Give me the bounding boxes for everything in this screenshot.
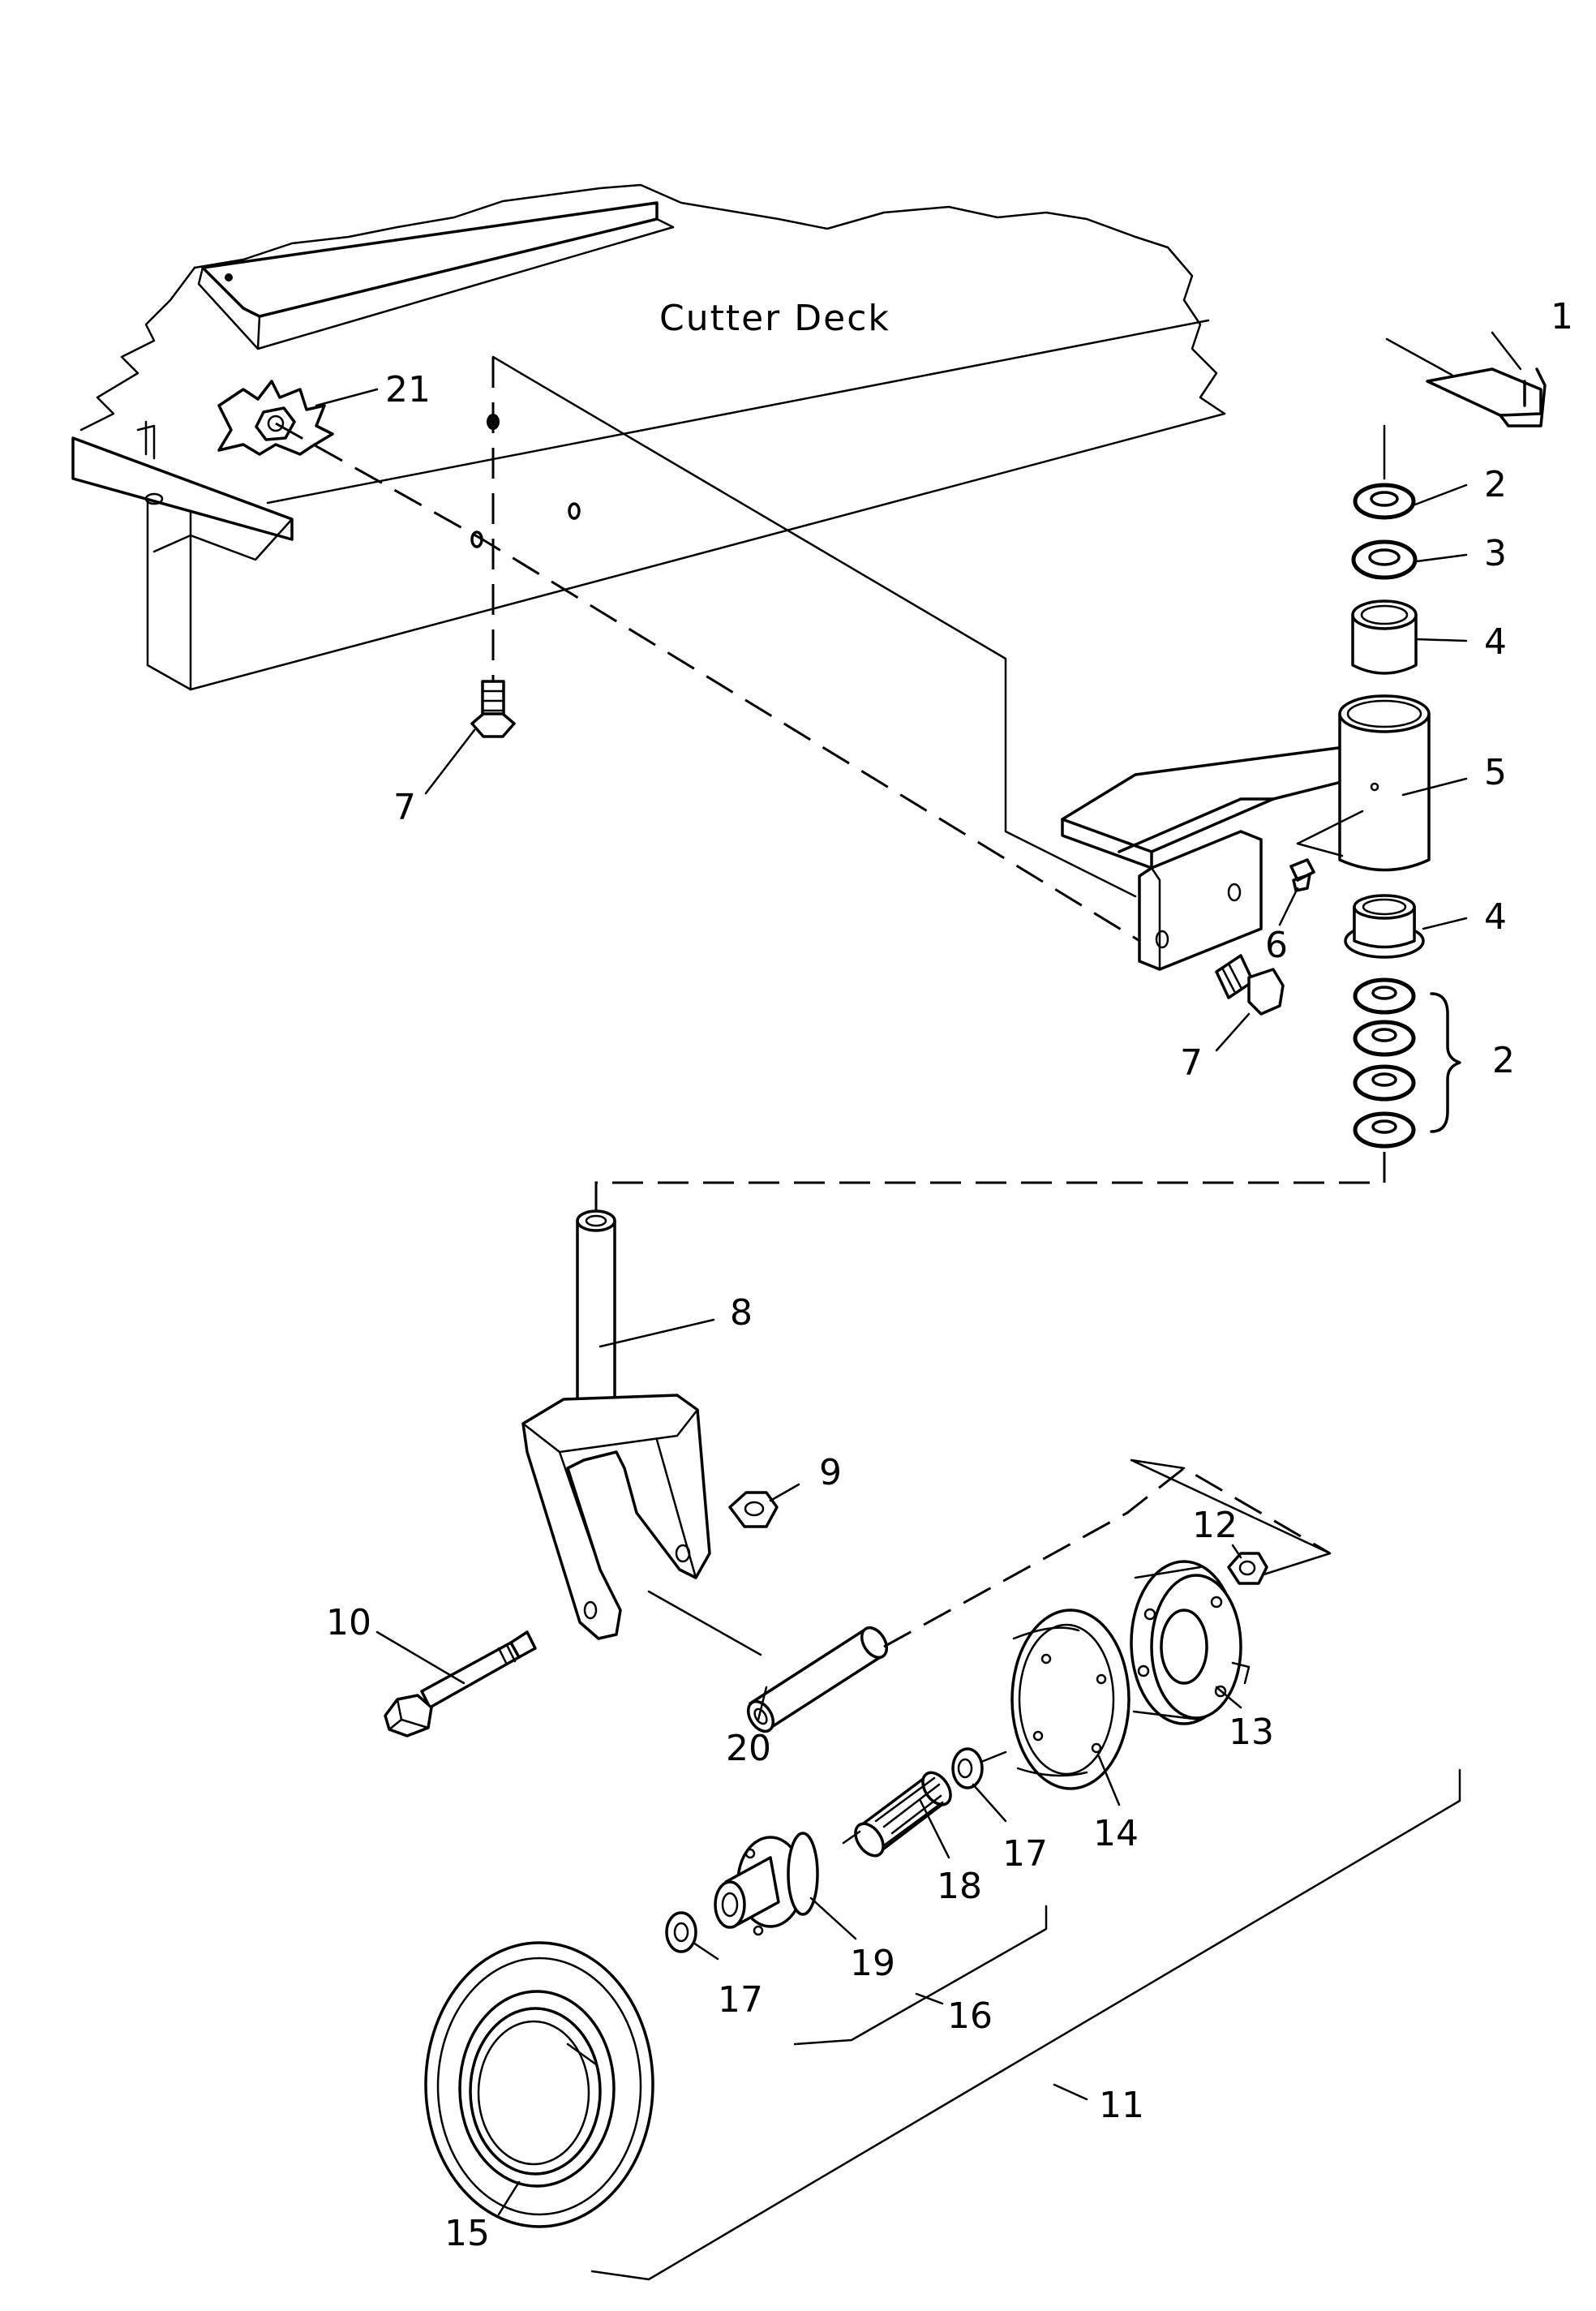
part-17-spacer-lower <box>665 1911 697 1953</box>
callout-14: 14 <box>1093 1813 1139 1854</box>
part-14-bearing-cup <box>1010 1609 1130 1790</box>
callout-7-right: 7 <box>1180 1042 1203 1084</box>
part-17-spacer-upper <box>951 1747 1007 1789</box>
part-8-caster-fork <box>521 1209 711 1640</box>
part-3-washer <box>1351 539 1418 580</box>
callout-6: 6 <box>1265 925 1288 966</box>
part-19-wheel-hub <box>714 1832 819 1936</box>
cutter-deck: Cutter Deck <box>71 183 1226 691</box>
callout-1: 1 <box>1551 296 1573 337</box>
callout-9: 9 <box>819 1452 842 1493</box>
callout-3: 3 <box>1484 533 1507 574</box>
part-6-grease-fitting <box>1289 858 1315 892</box>
callout-4-bottom: 4 <box>1484 896 1507 938</box>
part-15-tire <box>424 1941 654 2228</box>
callout-17-upper: 17 <box>1002 1833 1048 1875</box>
callout-15: 15 <box>444 2213 490 2254</box>
callout-12: 12 <box>1192 1505 1238 1546</box>
callout-20: 20 <box>726 1728 771 1769</box>
part-12-nut <box>1227 1552 1268 1585</box>
part-13-hub-flange <box>1130 1560 1251 1725</box>
part-20-spacer-tube <box>746 1626 889 1733</box>
callout-10: 10 <box>326 1602 371 1643</box>
bolt-7-horizontal <box>1215 954 1285 1016</box>
part-10-bolt <box>384 1630 537 1738</box>
part-18-roller-bearing <box>842 1771 952 1858</box>
callout-5: 5 <box>1484 752 1507 793</box>
part-5-caster-bracket <box>1061 694 1431 971</box>
callout-4-top: 4 <box>1484 621 1507 663</box>
callout-13: 13 <box>1229 1712 1274 1753</box>
callout-19: 19 <box>850 1943 895 1984</box>
part-2-washer-top <box>1353 483 1416 520</box>
part-2-washer-stack <box>1353 977 1461 1149</box>
callout-16: 16 <box>947 1995 993 2037</box>
callout-11: 11 <box>1099 2085 1144 2126</box>
leader-lines <box>315 331 1522 2216</box>
part-4-bushing-bottom <box>1344 894 1425 959</box>
callout-21: 21 <box>385 369 431 410</box>
callout-17-lower: 17 <box>718 1979 763 2021</box>
callout-18: 18 <box>937 1866 982 1907</box>
callout-labels: 1 2 3 4 5 6 4 2 7 7 21 8 9 10 12 13 14 1… <box>326 296 1573 2254</box>
part-4-bushing-top <box>1351 599 1418 675</box>
part-1-clip <box>1385 337 1547 427</box>
callout-2-top: 2 <box>1484 464 1507 505</box>
callout-8: 8 <box>730 1292 753 1334</box>
bolt-7-vertical <box>470 357 516 738</box>
deck-label: Cutter Deck <box>659 298 890 339</box>
part-9-nut <box>728 1491 779 1528</box>
callout-7-left: 7 <box>393 787 416 828</box>
callout-2-stack: 2 <box>1492 1040 1515 1081</box>
